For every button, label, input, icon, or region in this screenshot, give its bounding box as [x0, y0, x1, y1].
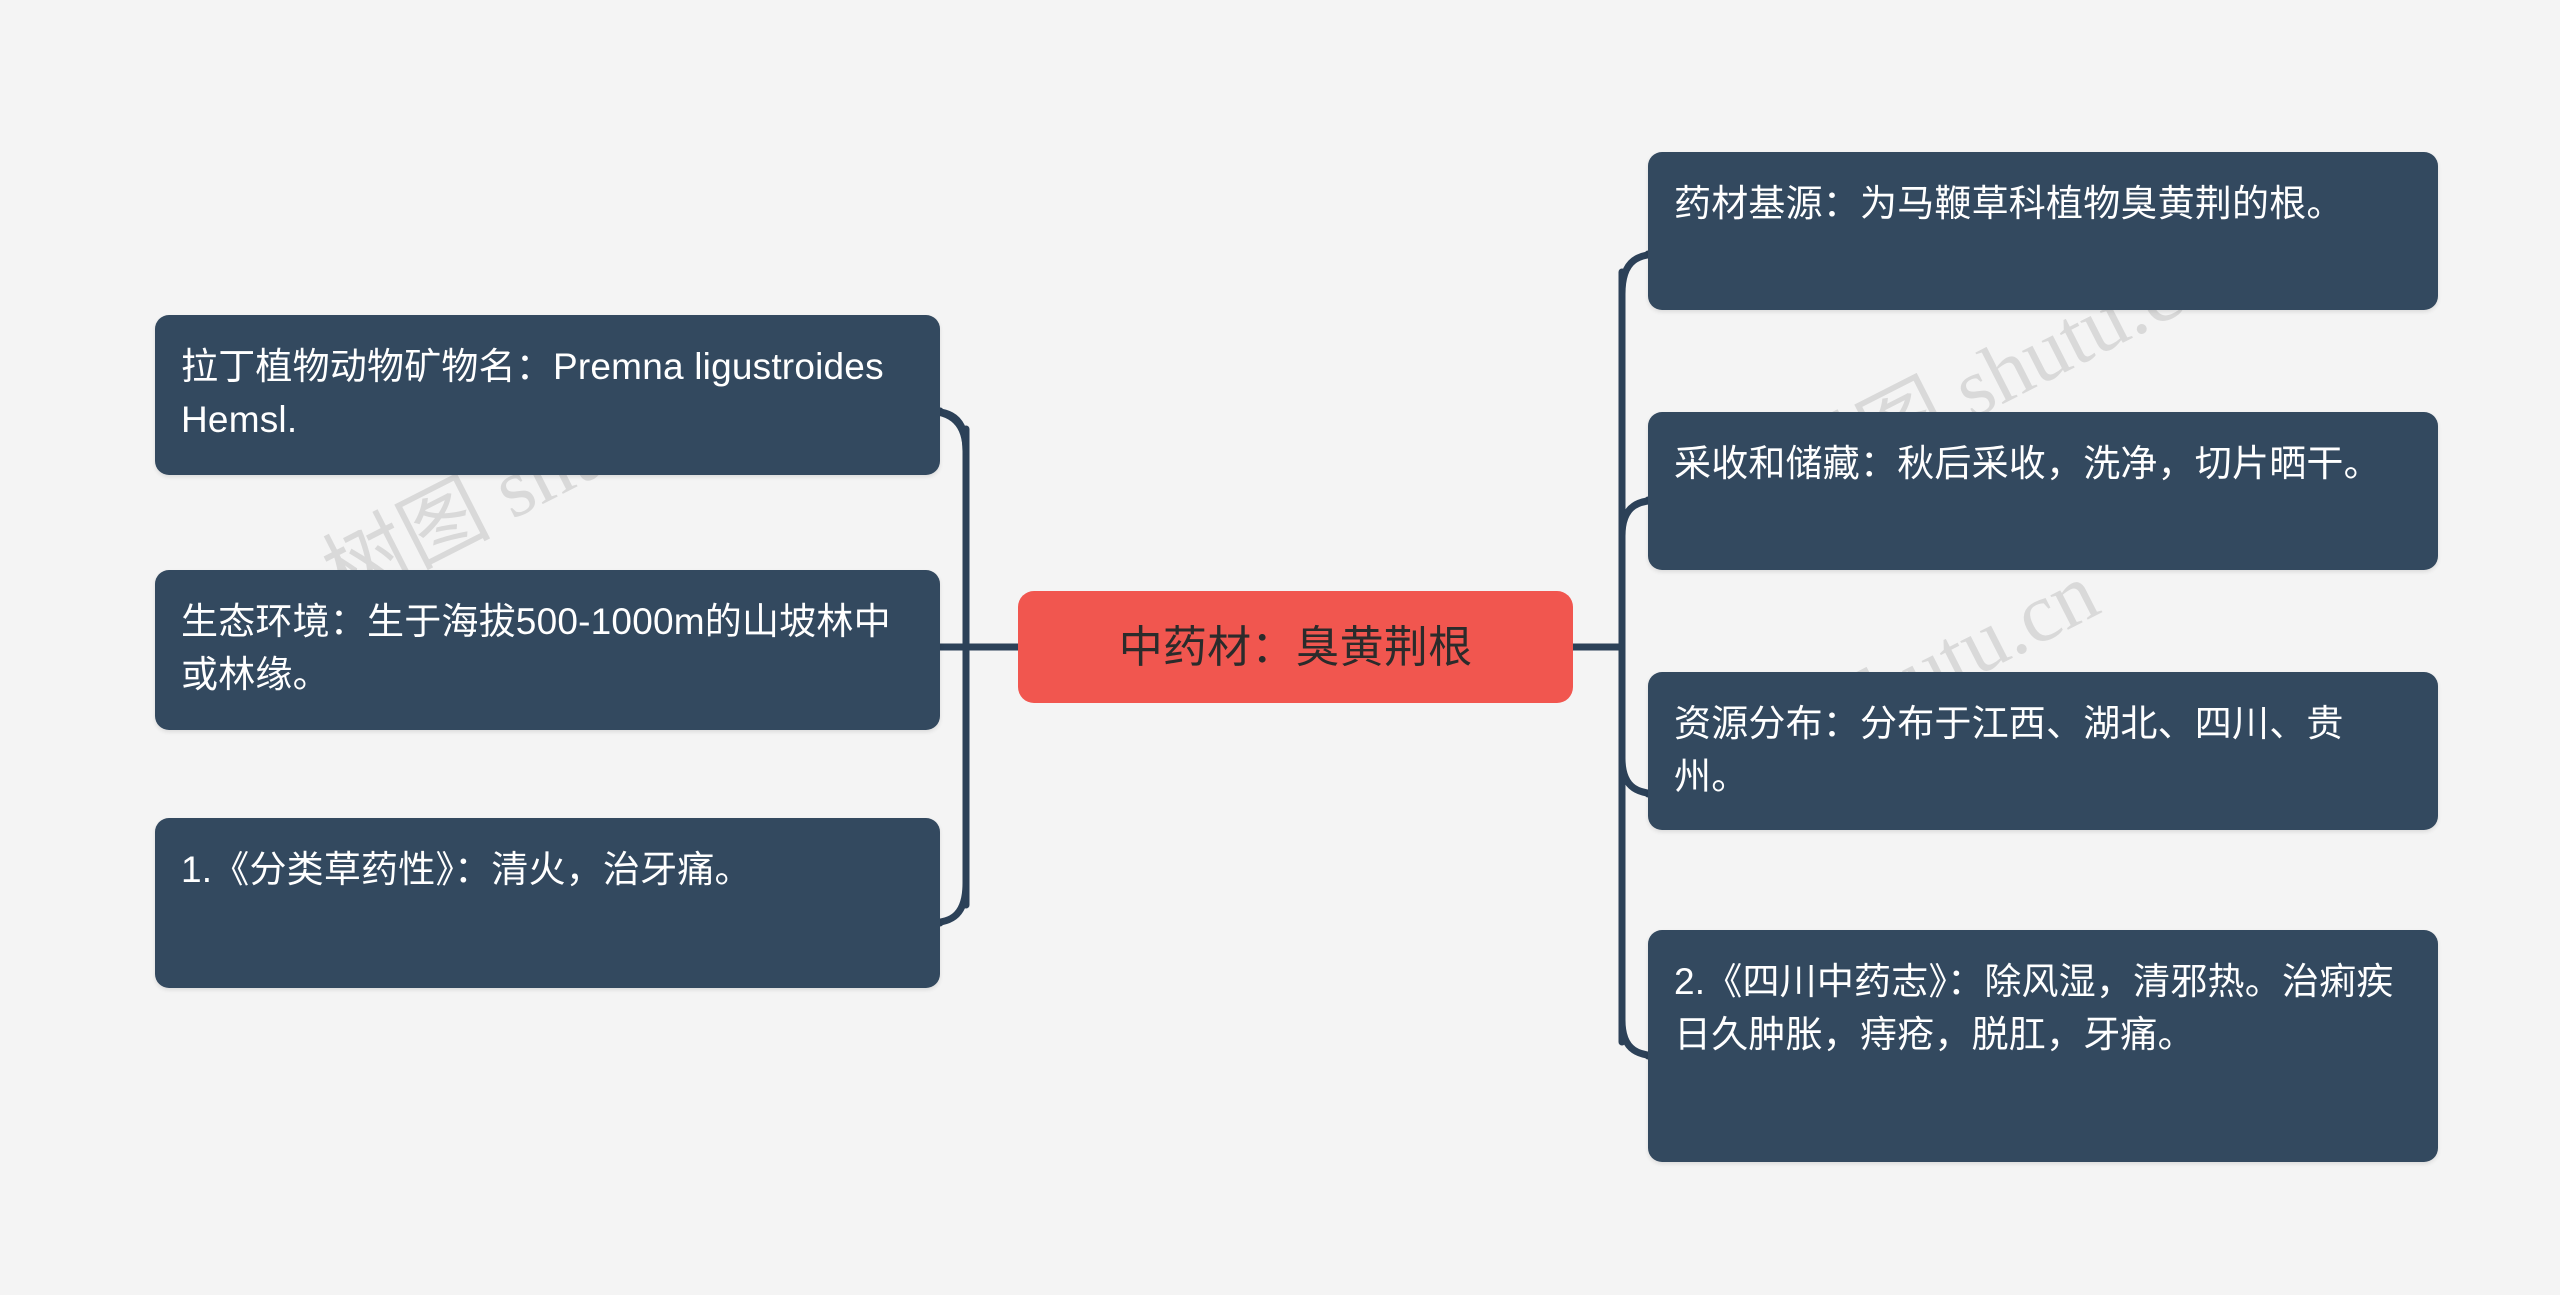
node-label: 拉丁植物动物矿物名：Premna ligustroides Hemsl. [181, 346, 884, 440]
mindmap-node-latin-name[interactable]: 拉丁植物动物矿物名：Premna ligustroides Hemsl. [155, 315, 940, 475]
node-label: 2.《四川中药志》：除风湿，清邪热。治痢疾日久肿胀，痔疮，脱肛，牙痛。 [1674, 961, 2394, 1055]
mindmap-node-usage-classification[interactable]: 1.《分类草药性》：清火，治牙痛。 [155, 818, 940, 988]
mindmap-node-harvest-storage[interactable]: 采收和储藏：秋后采收，洗净，切片晒干。 [1648, 412, 2438, 570]
mindmap-node-resource-distribution[interactable]: 资源分布：分布于江西、湖北、四川、贵州。 [1648, 672, 2438, 830]
root-label: 中药材：臭黄荆根 [1118, 622, 1473, 672]
mindmap-node-usage-sichuan[interactable]: 2.《四川中药志》：除风湿，清邪热。治痢疾日久肿胀，痔疮，脱肛，牙痛。 [1648, 930, 2438, 1162]
node-label: 资源分布：分布于江西、湖北、四川、贵州。 [1674, 703, 2344, 797]
node-label: 1.《分类草药性》：清火，治牙痛。 [181, 849, 752, 890]
node-label: 药材基源：为马鞭草科植物臭黄荆的根。 [1674, 183, 2344, 224]
node-label: 生态环境：生于海拔500-1000m的山坡林中或林缘。 [181, 601, 891, 695]
node-label: 采收和储藏：秋后采收，洗净，切片晒干。 [1674, 443, 2381, 484]
mindmap-node-ecology[interactable]: 生态环境：生于海拔500-1000m的山坡林中或林缘。 [155, 570, 940, 730]
mindmap-root-node[interactable]: 中药材：臭黄荆根 [1018, 591, 1573, 703]
mindmap-node-material-source[interactable]: 药材基源：为马鞭草科植物臭黄荆的根。 [1648, 152, 2438, 310]
